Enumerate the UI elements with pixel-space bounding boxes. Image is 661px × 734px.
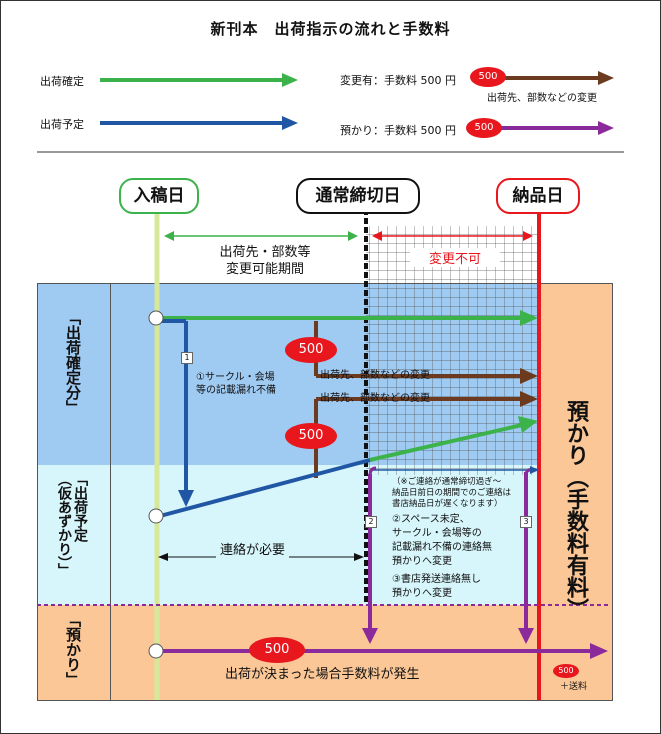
change-badge-1: 500	[285, 337, 337, 363]
node-hold	[148, 643, 164, 659]
to-tentative-arrow	[160, 319, 194, 507]
milestone-deadline: 通常締切日	[296, 178, 420, 214]
hold-arrow-3	[518, 468, 534, 644]
milestone-delivery: 納品日	[496, 178, 580, 214]
zones-border	[37, 283, 613, 701]
row-label-hold: 「預かり」	[64, 612, 82, 687]
hold-arrow	[160, 643, 608, 659]
tentative-to-confirmed-arrow	[159, 416, 538, 518]
change-line-1-label: 出荷先、部数などの変更	[320, 370, 430, 381]
row-label-tentative: 「出荷予定 （仮あずかり）」	[56, 472, 88, 577]
legend-confirmed-label: 出荷確定	[40, 75, 84, 88]
shipping-badge: 500	[553, 664, 579, 678]
hold-fee-badge: 500	[249, 637, 305, 663]
legend-arrow-scheduled	[100, 116, 298, 130]
late-contact-note: （※ご連絡が通常締切過ぎ〜 納品日前日の期間でのご連絡は 書店納品日が遅くなりま…	[392, 477, 512, 509]
legend-hold-badge: 500	[466, 118, 502, 138]
note-1-number: 1	[181, 352, 193, 364]
note-3-text: ③書店発送連絡無し 預かりへ変更	[392, 574, 481, 599]
legend-arrow-hold	[500, 121, 614, 135]
shipping-label: ＋送料	[560, 682, 588, 692]
note-3-number: 3	[520, 516, 532, 528]
note-1-text: ①サークル・会場 等の記載漏れ不備	[196, 372, 276, 396]
node-tentative	[148, 508, 164, 524]
zone-right-hold	[540, 283, 612, 700]
change-line-2-label: 出荷先、部数などの変更	[320, 393, 430, 404]
locked-period-arrow	[372, 231, 533, 241]
legend-arrow-confirmed	[100, 73, 298, 87]
node-confirmed	[148, 310, 164, 326]
legend-hold-label: 預かり：手数料 500 円	[340, 124, 456, 137]
tentative-thin-line	[370, 466, 539, 474]
changeable-period-label: 出荷先・部数等 変更可能期間	[219, 245, 311, 277]
row-label-divider	[110, 283, 111, 700]
confirmed-arrow	[160, 310, 538, 326]
note-2-text: ②スペース未定、 サークル・会場等の 記載漏れ不備の連絡無 預かりへ変更	[392, 514, 492, 567]
milestone-entry: 入稿日	[119, 178, 199, 214]
right-hold-label: 預かり（手数料有料）	[563, 400, 588, 620]
hold-fee-label: 出荷が決まった場合手数料が発生	[225, 667, 420, 682]
locked-period-label: 変更不可	[410, 248, 500, 267]
hold-arrow-2	[362, 466, 378, 644]
note-2-number: 2	[365, 516, 377, 528]
legend-change-note: 出荷先、部数などの変更	[487, 93, 597, 104]
change-badge-2: 500	[285, 423, 337, 449]
legend-change-badge: 500	[470, 67, 506, 87]
legend-scheduled-label: 出荷予定	[40, 118, 84, 131]
page-title: 新刊本 出荷指示の流れと手数料	[210, 20, 451, 38]
locked-grid	[366, 226, 539, 475]
changeable-period-arrow	[164, 231, 358, 241]
legend-arrow-change	[500, 71, 614, 85]
row-label-confirmed: 「出荷確定分」	[64, 310, 82, 415]
contact-required-label: 連絡が必要	[216, 539, 290, 558]
legend-change-label: 変更有：手数料 500 円	[340, 74, 456, 87]
zone-tentative	[37, 465, 540, 605]
